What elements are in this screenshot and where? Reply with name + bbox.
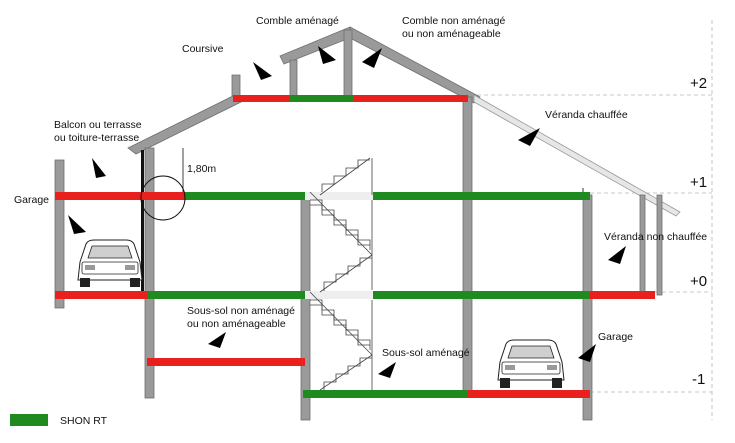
level-labels: +2 +1 +0 -1 <box>690 75 707 388</box>
arrow-veranda-non-chauffee-icon <box>608 246 626 264</box>
slab-zero-stair <box>305 291 373 299</box>
legend: SHON RT <box>10 414 108 427</box>
slab-plus1-stair <box>305 192 373 200</box>
label-garage-right: Garage <box>598 331 633 343</box>
label-sous-sol-non-amenage-line2: ou non aménageable <box>187 318 286 330</box>
label-sous-sol-non-amenage-line1: Sous-sol non aménagé <box>187 305 295 317</box>
slab-comble-amenage <box>290 95 354 102</box>
slab-garage-right <box>468 390 590 398</box>
slab-sous-sol-amenage <box>303 390 468 398</box>
slab-sous-sol-non-amenage <box>147 358 305 366</box>
level-zero: +0 <box>690 273 707 290</box>
level-plus1: +1 <box>690 174 707 191</box>
slab-plus1-left <box>185 192 305 200</box>
staircase <box>309 157 373 391</box>
level-guides <box>470 20 713 420</box>
label-veranda-chauffee: Véranda chauffée <box>545 109 628 121</box>
slab-veranda-non-chauffee <box>590 291 655 299</box>
legend-swatch-shon-rt <box>10 414 48 426</box>
slab-coursive <box>233 95 290 102</box>
label-comble-amenage: Comble aménagé <box>256 15 339 27</box>
arrow-comble-amenage-icon <box>318 46 336 64</box>
labels: Comble aménagé Comble non aménagé ou non… <box>14 15 707 359</box>
slab-comble-non-amenage <box>354 95 468 102</box>
car-garage-right-icon <box>497 339 565 388</box>
slab-zero-right <box>373 291 590 299</box>
legend-label-shon-rt: SHON RT <box>60 415 108 427</box>
label-veranda-non-chauffee: Véranda non chauffée <box>604 231 707 243</box>
label-balcon-line1: Balcon ou terrasse <box>54 119 142 131</box>
arrow-garage-left-icon <box>68 215 86 234</box>
label-garage-left: Garage <box>14 194 49 206</box>
arrow-coursive-icon <box>253 62 272 80</box>
roof <box>127 26 481 155</box>
arrow-balcon-icon <box>92 158 106 178</box>
arrow-sous-sol-amenage-icon <box>378 362 396 378</box>
label-balcon-line2: ou toiture-terrasse <box>54 132 139 144</box>
label-comble-non-amenage-line1: Comble non aménagé <box>402 15 505 27</box>
floor-slabs <box>55 95 655 398</box>
slab-balcon <box>55 192 185 200</box>
label-sous-sol-amenage: Sous-sol aménagé <box>382 347 470 359</box>
height-marker <box>140 148 186 221</box>
slab-zero-left <box>147 291 305 299</box>
level-minus1: -1 <box>692 371 705 388</box>
annotation-arrows <box>68 46 626 378</box>
label-comble-non-amenage-line2: ou non aménageable <box>402 28 501 40</box>
car-garage-left-icon <box>77 239 143 287</box>
slab-garage <box>55 291 147 299</box>
level-plus2: +2 <box>690 75 707 92</box>
label-hauteur: 1,80m <box>187 163 216 175</box>
arrow-veranda-chauffee-icon <box>518 128 540 146</box>
arrow-garage-right-icon <box>578 344 596 362</box>
arrow-sous-sol-non-amenage-icon <box>208 332 226 348</box>
label-coursive: Coursive <box>182 43 224 55</box>
arrow-comble-non-amenage-icon <box>362 48 382 68</box>
slab-plus1-right <box>373 192 590 200</box>
